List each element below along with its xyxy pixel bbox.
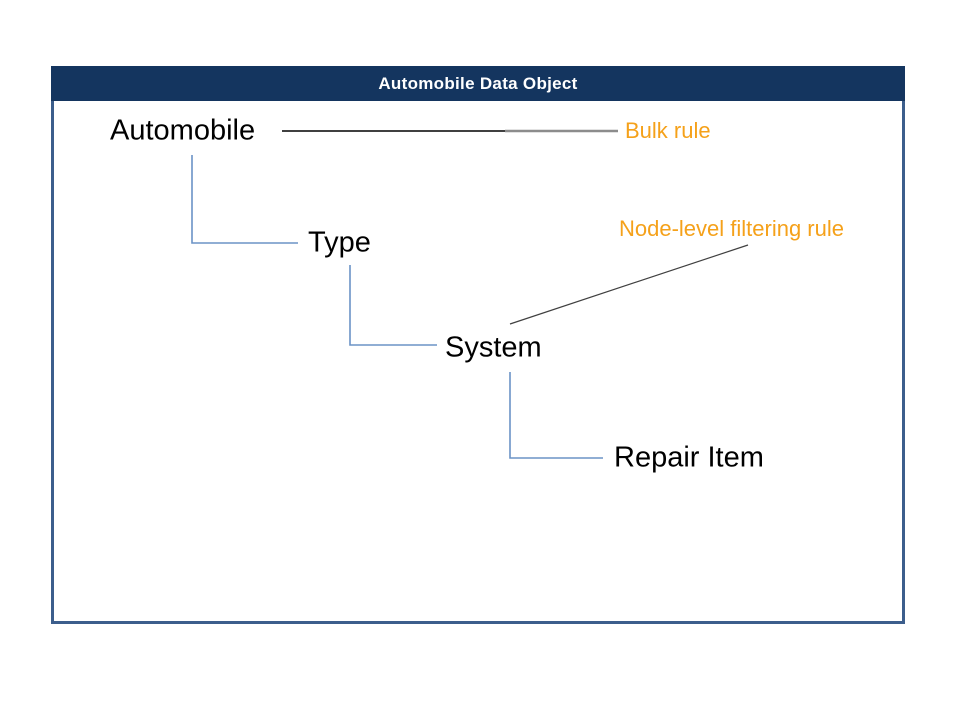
title-bar: Automobile Data Object [51, 66, 905, 101]
annotation-bulk-rule: Bulk rule [625, 118, 711, 143]
node-automobile: Automobile [110, 114, 256, 147]
node-system: System [445, 331, 542, 364]
node-type: Type [308, 226, 371, 259]
node-repair-item: Repair Item [614, 441, 764, 474]
page-title: Automobile Data Object [378, 73, 578, 93]
annotation-node-level-filtering-rule: Node-level filtering rule [619, 216, 844, 241]
